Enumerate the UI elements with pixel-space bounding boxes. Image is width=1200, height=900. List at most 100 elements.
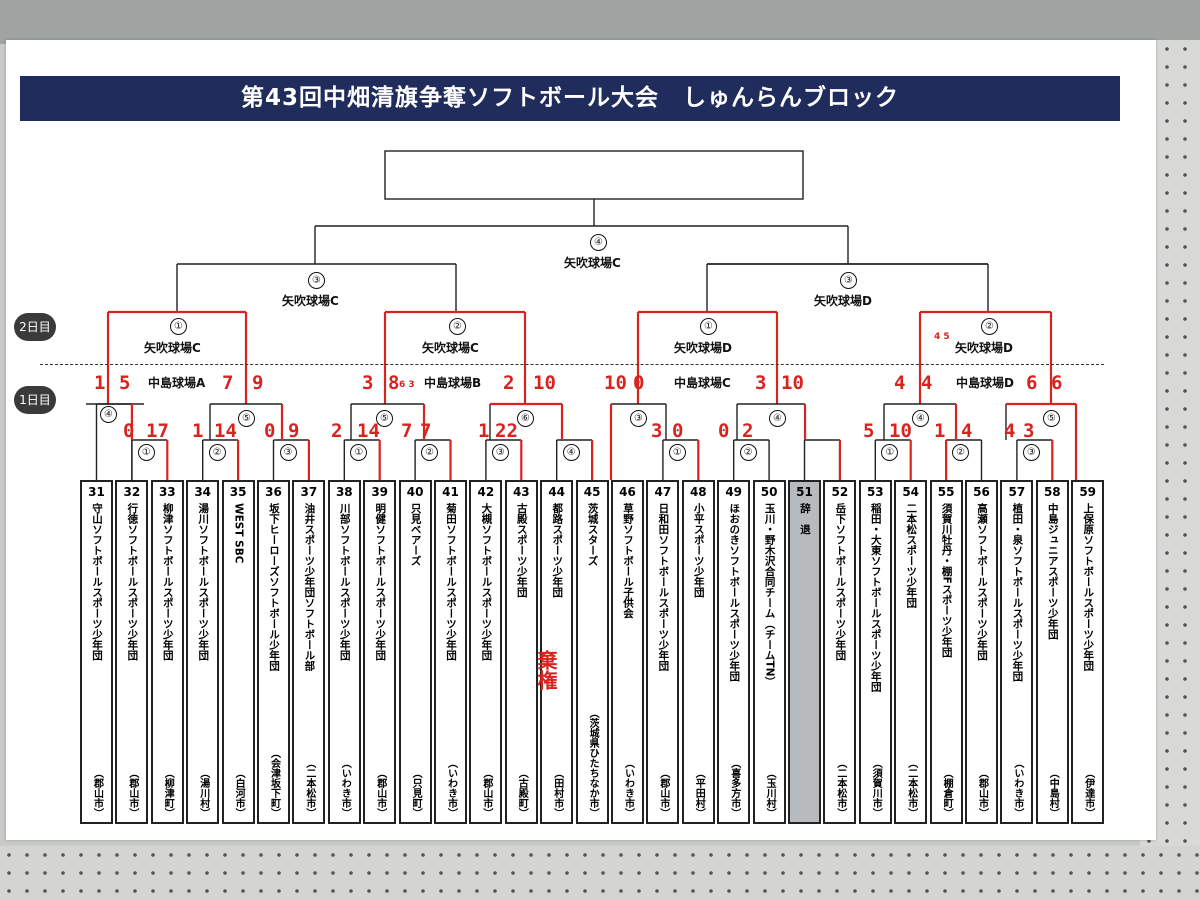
team-name: 油井スポーツ少年団ソフトボール部 — [303, 503, 316, 671]
team-city: （平田村） — [693, 768, 705, 818]
forfeit-note: 棄権 — [534, 650, 558, 690]
match-number-label: ⑤ — [1043, 410, 1060, 427]
team-city: （二本松市） — [834, 758, 846, 818]
team-number: 59 — [1079, 485, 1097, 499]
bracket-poster: 第43回中畑清旗争奪ソフトボール大会 しゅんらんブロック 2日目 1日目 ④ 矢… — [6, 40, 1156, 840]
team-name: ほおのきソフトボールスポーツ少年団 — [728, 503, 741, 682]
team-city: （二本松市） — [905, 758, 917, 818]
match-number-label: ⑤ — [238, 410, 255, 427]
handwritten-score: 7 — [420, 420, 432, 442]
team-name: 古殿スポーツ少年団 — [515, 503, 528, 598]
team-number: 52 — [831, 485, 849, 499]
team-city: （郡山市） — [657, 768, 669, 818]
match-number-label: ④ — [769, 410, 786, 427]
small-note-2: 4 5 — [934, 332, 950, 342]
team-number: 32 — [123, 485, 141, 499]
team-entry: 48 小平スポーツ少年団 （平田村） — [681, 480, 715, 824]
match-number-label: ④ — [562, 444, 580, 461]
team-name: 菊田ソフトボールスポーツ少年団 — [445, 503, 457, 661]
team-city: （伊達市） — [1082, 768, 1094, 818]
team-name: 二本松スポーツ少年団 — [905, 503, 918, 608]
team-city: （須賀川市） — [870, 758, 882, 818]
team-number: 37 — [300, 485, 318, 499]
team-entry: 53 稲田・大東ソフトボールスポーツ少年団 （須賀川市） — [858, 480, 892, 824]
q2-label: ② — [449, 318, 466, 335]
handwritten-score: 1 — [934, 420, 946, 442]
team-name: 川部ソフトボールスポーツ少年団 — [338, 503, 351, 661]
team-number: 57 — [1008, 485, 1026, 499]
team-name: 日和田ソフトボールスポーツ少年団 — [657, 503, 670, 671]
team-number: 38 — [335, 485, 353, 499]
team-number: 53 — [866, 485, 884, 499]
team-number: 49 — [725, 485, 743, 499]
semi-left-label: ③ — [308, 272, 325, 289]
team-city: （茨城県ひたちなか市） — [587, 708, 599, 818]
semi-left-venue: 矢吹球場C — [282, 294, 339, 308]
pegboard-bottom — [0, 846, 1200, 900]
match-number-label: ① — [137, 444, 155, 461]
team-number: 55 — [937, 485, 955, 499]
team-city: （湯川村） — [197, 768, 209, 818]
match-number-label: ① — [668, 444, 686, 461]
handwritten-score: 10 — [781, 372, 804, 394]
day1-badge: 1日目 — [14, 386, 56, 414]
handwritten-score: 1 — [94, 372, 106, 394]
match-number-label: ① — [350, 444, 368, 461]
team-number: 48 — [689, 485, 707, 499]
team-number: 44 — [548, 485, 566, 499]
handwritten-score: 3 — [1023, 420, 1035, 442]
semi-right-venue: 矢吹球場D — [814, 294, 872, 308]
handwritten-score: 4 — [1004, 420, 1016, 442]
final-venue: 矢吹球場C — [564, 256, 621, 270]
handwritten-score: 7 — [401, 420, 413, 442]
match-number-label: ① — [881, 444, 899, 461]
handwritten-score: 2 — [331, 420, 343, 442]
poster-title: 第43回中畑清旗争奪ソフトボール大会 しゅんらんブロック — [20, 76, 1120, 121]
team-city: （白河市） — [233, 768, 245, 818]
team-city: （郡山市） — [374, 768, 386, 818]
q1-label: ① — [170, 318, 187, 335]
match-number-label: ③ — [630, 410, 647, 427]
team-city: （棚倉町） — [941, 768, 953, 818]
team-name: 湯川ソフトボールスポーツ少年団 — [197, 503, 210, 661]
match-number-label: ② — [952, 444, 970, 461]
team-name: 稲田・大東ソフトボールスポーツ少年団 — [869, 503, 882, 692]
day1-venue-a: 中島球場A — [148, 376, 206, 390]
handwritten-score: 8 — [388, 372, 400, 394]
team-city: （郡山市） — [91, 768, 103, 818]
team-city: （会津坂下町） — [268, 748, 280, 818]
handwritten-score: 3 — [362, 372, 374, 394]
team-number: 40 — [406, 485, 424, 499]
team-name: 小平スポーツ少年団 — [692, 503, 705, 598]
team-number: 46 — [619, 485, 636, 499]
team-name: 行徳ソフトボールスポーツ少年団 — [126, 503, 139, 661]
team-name: 只見ベアーズ — [409, 503, 422, 566]
team-city: （いわき市） — [1011, 758, 1023, 818]
team-number: 43 — [512, 485, 530, 499]
match-number-label: ② — [421, 444, 439, 461]
q4-venue: 矢吹球場D — [955, 341, 1013, 355]
match-number-label: ③ — [1022, 444, 1040, 461]
handwritten-score: 3 — [755, 372, 767, 394]
handwritten-score: 0 — [633, 372, 645, 394]
handwritten-score: 2 — [503, 372, 515, 394]
handwritten-score: 5 — [119, 372, 131, 394]
team-name: 岳下ソフトボールスポーツ少年団 — [834, 503, 847, 661]
bracket-lines — [86, 150, 1078, 480]
handwritten-score: 4 — [921, 372, 933, 394]
handwritten-score: 5 — [863, 420, 875, 442]
q2-venue: 矢吹球場C — [422, 341, 479, 355]
team-name: 都路スポーツ少年団 — [551, 503, 564, 598]
handwritten-score: 0 — [123, 420, 135, 442]
